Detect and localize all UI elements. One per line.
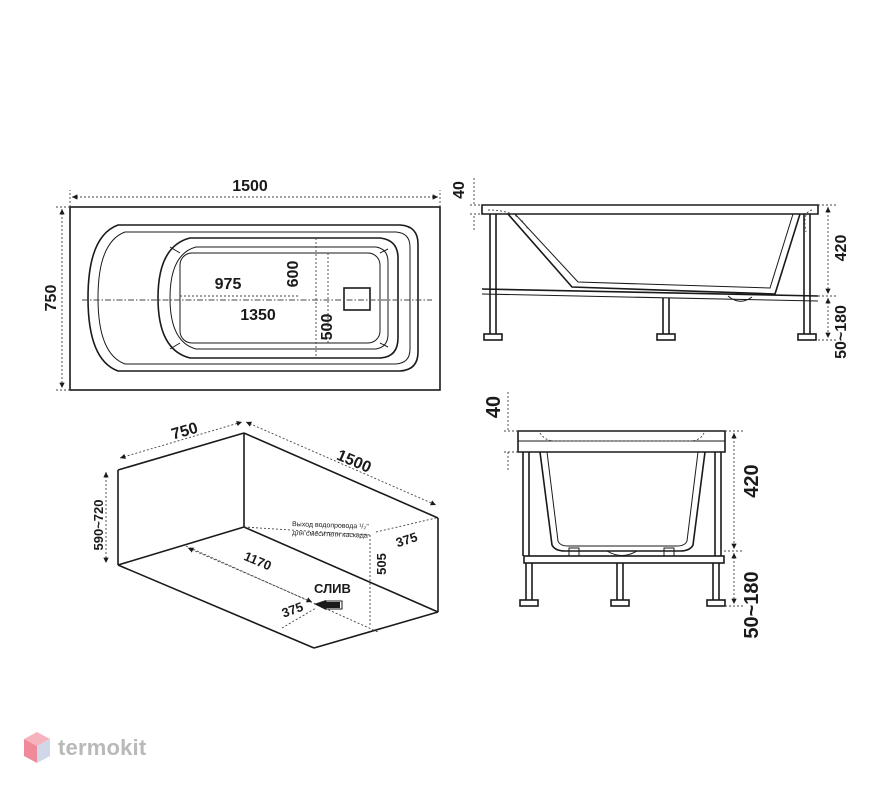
drain-square bbox=[343, 287, 371, 311]
side-height-dim: 420 bbox=[833, 235, 850, 262]
front-view: 40 420 50~180 bbox=[483, 392, 763, 639]
brand-name: termokit bbox=[58, 735, 147, 760]
outlet-offset-dim: 375 bbox=[394, 529, 419, 550]
install-length-dim: 1500 bbox=[334, 447, 374, 477]
brand-logo: termokit bbox=[22, 730, 146, 766]
inner-width-dim: 600 bbox=[285, 261, 302, 288]
front-height-dim: 420 bbox=[741, 464, 763, 497]
drain-arrow-icon bbox=[314, 600, 340, 610]
front-rim-dim: 40 bbox=[483, 396, 505, 418]
install-width-dim: 750 bbox=[170, 420, 200, 444]
outlet-height-dim: 505 bbox=[374, 553, 389, 575]
install-view: 750 1500 590~720 Выход водопровода ¹/₂''… bbox=[91, 420, 439, 649]
side-view: 40 420 50~180 bbox=[451, 178, 850, 359]
top-length-dim: 1500 bbox=[232, 178, 268, 195]
install-wall-height-dim: 590~720 bbox=[91, 500, 106, 551]
front-legs-dim: 50~180 bbox=[741, 571, 763, 638]
drain-offset-dim: 375 bbox=[280, 599, 306, 621]
drain-label: СЛИВ bbox=[314, 581, 351, 596]
bottom-length-dim: 1350 bbox=[240, 307, 276, 324]
side-legs-dim: 50~180 bbox=[833, 305, 850, 359]
cube-logo-icon bbox=[24, 732, 50, 763]
water-outlet-note-1: Выход водопровода ¹/₂'' bbox=[292, 521, 369, 531]
top-width-dim: 750 bbox=[43, 285, 60, 312]
bottom-width-dim: 500 bbox=[319, 314, 336, 341]
water-outlet-note-2: для смесителя каскада bbox=[292, 530, 368, 540]
top-view: 1500 750 975 600 1350 500 bbox=[43, 178, 441, 391]
drain-distance-dim: 1170 bbox=[242, 548, 274, 573]
side-rim-dim: 40 bbox=[451, 181, 468, 199]
inner-length-dim: 975 bbox=[215, 276, 242, 293]
